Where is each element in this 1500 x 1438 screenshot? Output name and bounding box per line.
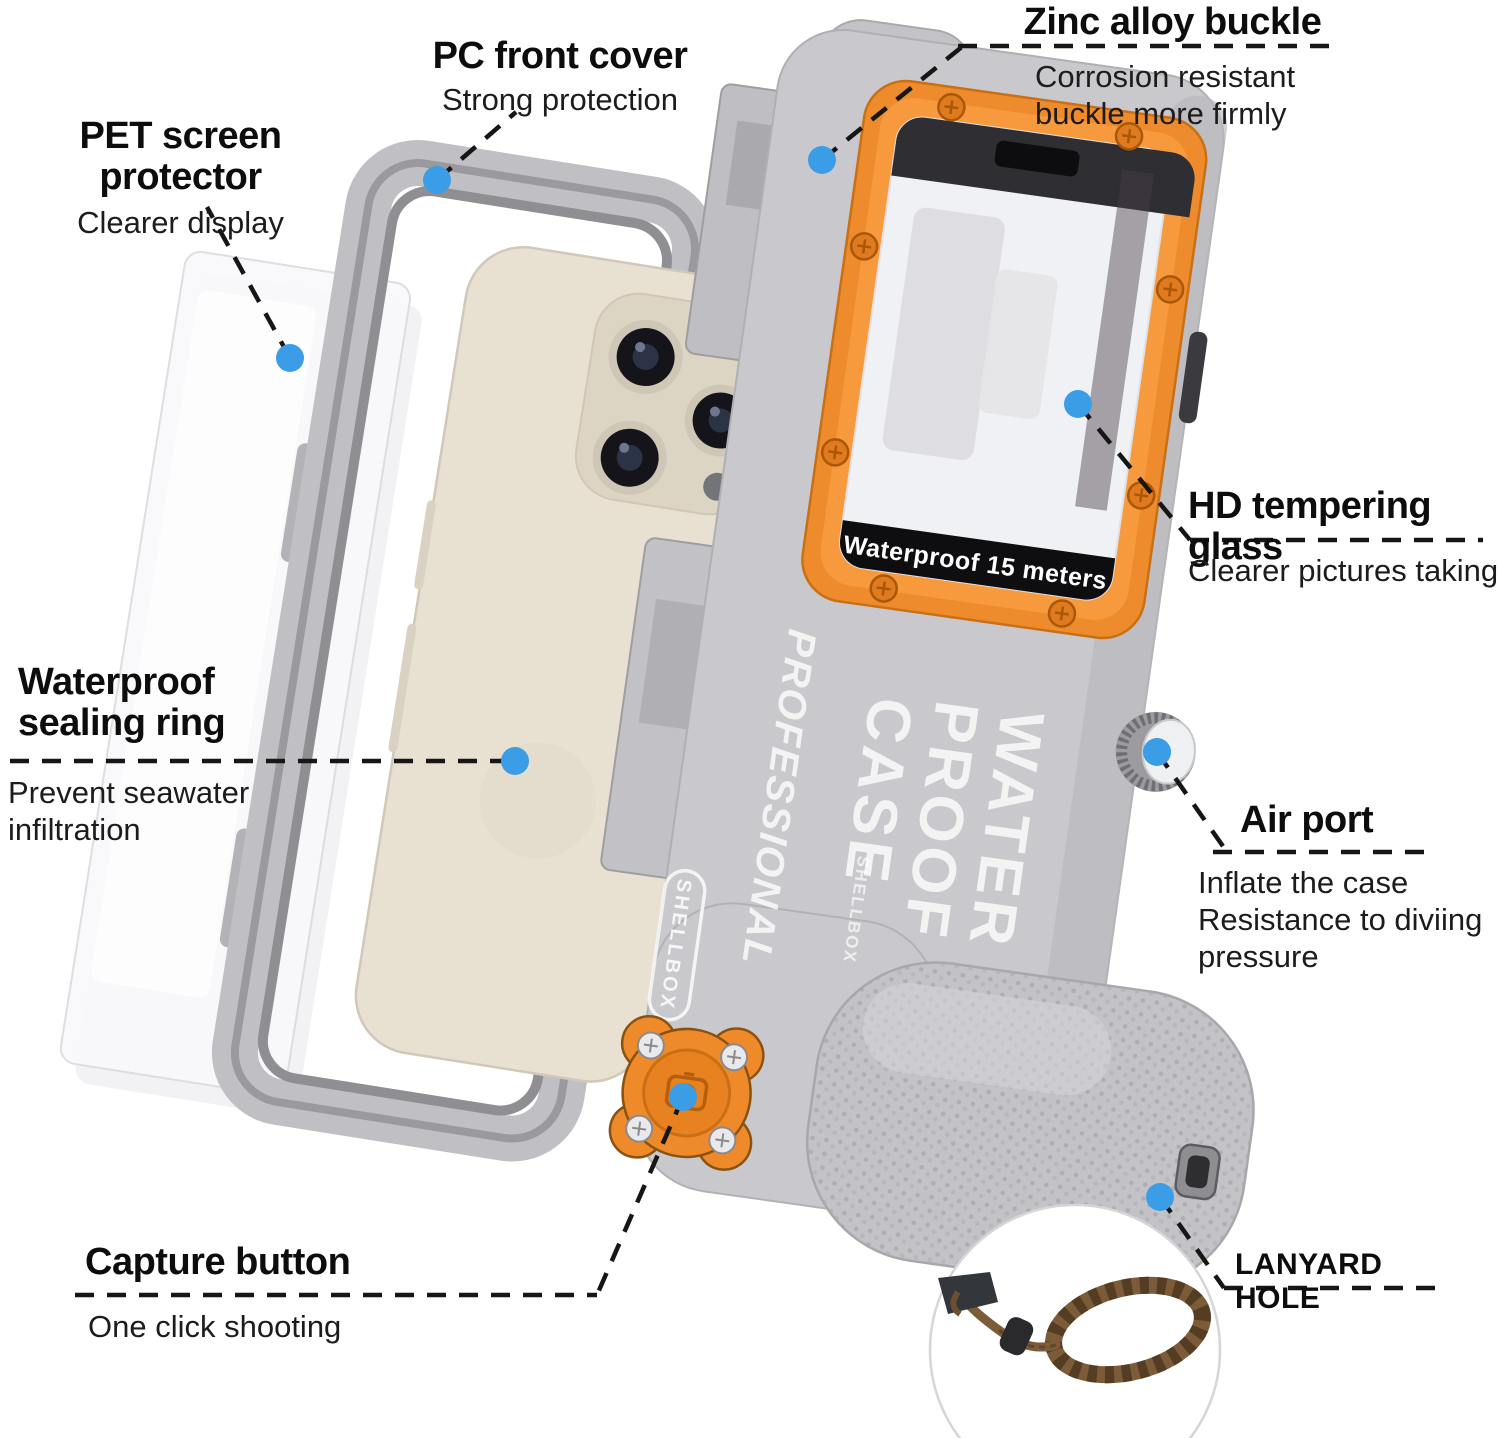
callout-seal-desc-2: infiltration bbox=[8, 812, 141, 848]
callout-capture-title: Capture button bbox=[85, 1241, 351, 1283]
screen-edge-tint bbox=[1075, 169, 1155, 511]
phone-side-button-2 bbox=[388, 623, 417, 753]
bezel-camera-slot bbox=[994, 140, 1080, 177]
grip-highlight bbox=[862, 983, 1112, 1096]
lanyard-end-loop bbox=[950, 1290, 962, 1317]
dot-lanyard bbox=[1146, 1183, 1174, 1211]
callout-zinc-desc-1: Corrosion resistant bbox=[1035, 59, 1296, 94]
callout-zinc-desc-2: buckle more firmly bbox=[1035, 96, 1287, 132]
callout-pet-protector: PET screen protector Clearer display bbox=[8, 115, 353, 241]
callout-pet-title: PET screen protector bbox=[79, 115, 283, 199]
lanyard-hole bbox=[1174, 1143, 1221, 1201]
callout-pc-title: PC front cover bbox=[432, 35, 688, 77]
leader-pc bbox=[435, 110, 518, 182]
leader-capture bbox=[594, 1096, 686, 1296]
callout-air-port-desc: Inflate the case Resistance to diviing p… bbox=[1198, 864, 1498, 976]
callout-zinc-desc: Corrosion resistant buckle more firmly bbox=[1035, 58, 1365, 132]
callout-pc-desc: Strong protection bbox=[441, 82, 679, 118]
capture-button-screws bbox=[625, 1031, 749, 1155]
annotation-dots bbox=[276, 146, 1174, 1211]
clamp-shape-2 bbox=[978, 269, 1058, 420]
leader-air bbox=[1155, 750, 1229, 854]
callout-air-desc-1: Inflate the case bbox=[1198, 865, 1409, 900]
lanyard-inset bbox=[928, 1203, 1222, 1438]
leader-pet bbox=[205, 205, 292, 360]
callout-lanyard-hole: LANYARD HOLE bbox=[1235, 1248, 1465, 1316]
callout-air-port: Air port bbox=[1240, 799, 1490, 841]
leader-lanyard bbox=[1158, 1195, 1226, 1290]
callout-seal-title-2: sealing ring bbox=[18, 702, 226, 745]
lanyard-slider-bead bbox=[999, 1317, 1034, 1356]
dot-pc bbox=[423, 166, 451, 194]
callout-sealing-ring: Waterproof sealing ring bbox=[18, 661, 338, 745]
dot-zinc bbox=[808, 146, 836, 174]
callout-air-title: Air port bbox=[1240, 799, 1374, 841]
frame-screws bbox=[820, 92, 1185, 628]
leader-glass bbox=[1076, 402, 1192, 542]
phone-side-button-1 bbox=[414, 500, 436, 590]
callout-air-desc-2: Resistance to diviing bbox=[1198, 902, 1483, 938]
clamp-shape-1 bbox=[882, 207, 1005, 461]
callout-tempering-glass-desc: Clearer pictures taking bbox=[1188, 552, 1500, 589]
callout-tempering-glass: HD tempering glass bbox=[1188, 485, 1498, 569]
dot-air bbox=[1143, 738, 1171, 766]
dot-glass bbox=[1064, 390, 1092, 418]
dot-capture bbox=[669, 1083, 697, 1111]
callout-seal-desc-1: Prevent seawater bbox=[8, 775, 250, 810]
callout-sealing-ring-desc: Prevent seawater infiltration bbox=[8, 774, 338, 848]
callout-capture-button-desc: One click shooting bbox=[88, 1308, 408, 1345]
callout-capture-button: Capture button bbox=[85, 1241, 405, 1283]
dot-pet bbox=[276, 344, 304, 372]
dot-seal bbox=[501, 747, 529, 775]
callout-pc-front-cover: PC front cover Strong protection bbox=[405, 35, 715, 118]
callout-capture-desc: One click shooting bbox=[88, 1309, 342, 1344]
waterproof-banner bbox=[839, 520, 1116, 600]
callout-glass-desc: Clearer pictures taking bbox=[1188, 553, 1499, 588]
callout-zinc-title: Zinc alloy buckle bbox=[1023, 1, 1322, 43]
callout-air-desc-3: pressure bbox=[1198, 939, 1319, 975]
callout-pet-desc: Clearer display bbox=[77, 205, 284, 241]
pet-sheet-gloss bbox=[91, 290, 316, 998]
callout-zinc-buckle: Zinc alloy buckle bbox=[1000, 1, 1345, 43]
waterproof-case: Waterproof 15 meters WATER PROOF CASE SH… bbox=[600, 19, 1255, 1291]
case-side-key bbox=[1178, 331, 1208, 424]
callout-seal-title-1: Waterproof bbox=[18, 661, 215, 703]
callout-glass-title: HD tempering glass bbox=[1188, 485, 1432, 569]
callout-lanyard-title: LANYARD HOLE bbox=[1235, 1248, 1383, 1315]
leader-lines bbox=[10, 43, 1483, 1298]
